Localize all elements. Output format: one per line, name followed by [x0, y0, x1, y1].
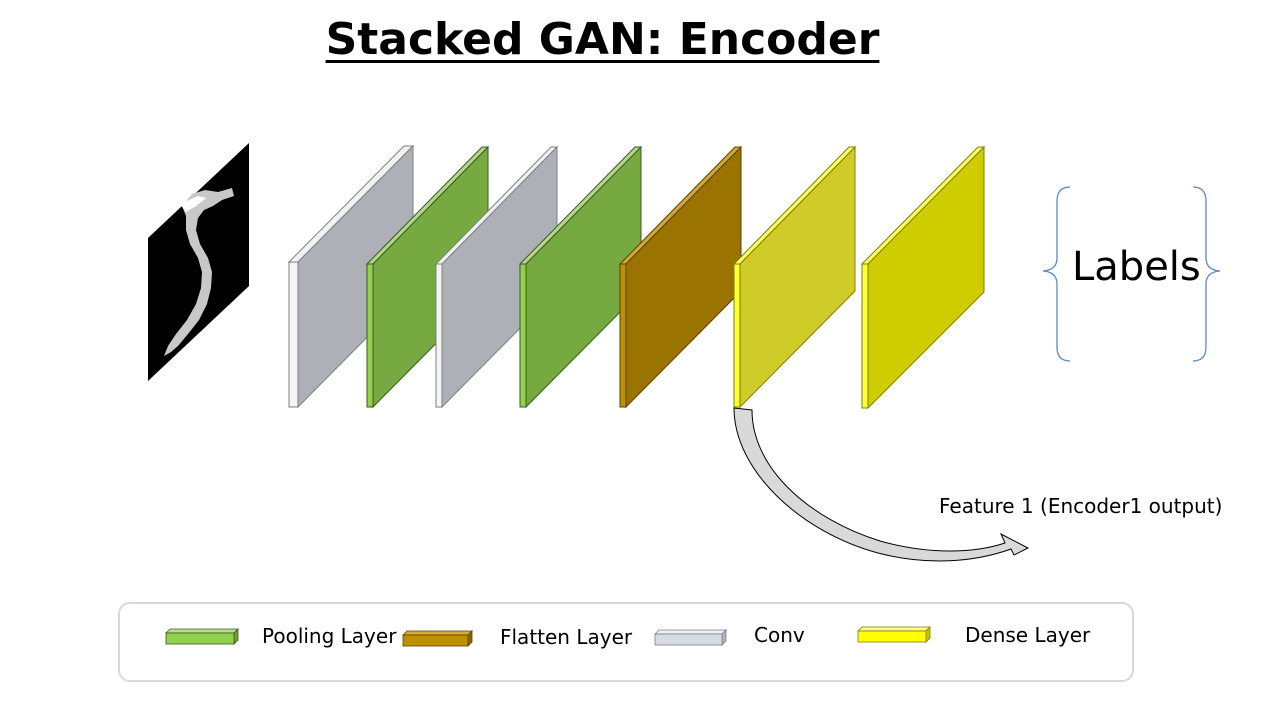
- legend-swatch-conv: [654, 629, 727, 646]
- dense-layer-2: [860, 145, 986, 410]
- input-image: [148, 143, 249, 381]
- flatten-layer: [618, 145, 743, 409]
- legend: [118, 602, 1134, 682]
- legend-swatch-pooling: [165, 628, 239, 645]
- legend-label-flatten: Flatten Layer: [500, 625, 633, 649]
- legend-label-conv: Conv: [754, 623, 805, 647]
- diagram-title: Stacked GAN: Encoder: [325, 14, 880, 65]
- labels-text: Labels: [1072, 244, 1201, 290]
- pooling-layer-2: [518, 145, 643, 409]
- legend-label-dense: Dense Layer: [965, 623, 1091, 647]
- pooling-layer-1: [365, 145, 490, 409]
- legend-swatch-flatten: [402, 630, 473, 647]
- legend-swatch-dense: [857, 626, 931, 643]
- feature-output-label: Feature 1 (Encoder1 output): [939, 494, 1223, 518]
- conv-layer-1: [287, 144, 415, 409]
- dense-layer-1: [732, 145, 857, 409]
- feature-arrow: [733, 407, 1030, 562]
- labels-brace: [1042, 186, 1221, 362]
- legend-label-pooling: Pooling Layer: [262, 624, 397, 648]
